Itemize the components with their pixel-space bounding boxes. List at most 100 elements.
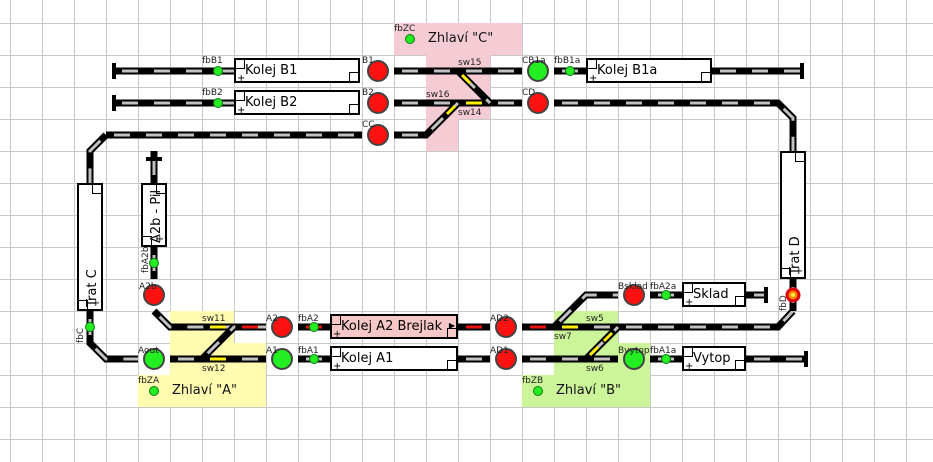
signal-label-ad2: AD2 (490, 314, 509, 324)
zone-c[interactable] (394, 23, 522, 55)
switch-label-sw12: sw12 (202, 364, 226, 374)
signal-label-a2b: A2b (139, 282, 157, 292)
signal-label-aout: Aout (138, 346, 159, 356)
block-label: Kolej B1a (597, 63, 658, 78)
signal-ad2[interactable] (495, 316, 517, 338)
signal-label-a1: A1 (266, 346, 278, 356)
signal-label-cb1a: CB1a (522, 56, 546, 66)
sensor-fba2b[interactable] (149, 258, 159, 268)
block-a2b-pil[interactable]: + A2b - Pil (141, 183, 167, 247)
block-trat-d[interactable]: + Trat D (780, 151, 806, 279)
sensor-fbb1a[interactable] (565, 66, 575, 76)
signal-ad1[interactable] (495, 348, 517, 370)
sensor-fba2[interactable] (309, 322, 319, 332)
signal-cd[interactable] (527, 92, 549, 114)
sensor-label-fbc: fbC (76, 327, 86, 343)
signal-cb1a[interactable] (527, 60, 549, 82)
zone-b-label: Zhlaví "B" (556, 383, 622, 398)
block-vytop[interactable]: + Vytop (682, 346, 746, 372)
track-cc-diverge-dash (394, 101, 460, 137)
sensor-label-fbb1: fbB1 (202, 56, 223, 66)
sensor-label-fbb1a: fbB1a (554, 56, 581, 66)
block-kolej-a2[interactable]: + Kolej A2 Brejlak ▶ (330, 314, 458, 340)
sensor-fbb1[interactable] (213, 66, 223, 76)
signal-a1[interactable] (271, 348, 293, 370)
switch-label-sw16: sw16 (426, 90, 450, 100)
sensor-fbzb[interactable] (533, 386, 543, 396)
sensor-label-fba1: fbA1 (298, 346, 319, 356)
sensor-label-fba1a: fbA1a (650, 346, 677, 356)
track-sw12-diverge-dash (200, 325, 236, 361)
block-label: Trat D (788, 236, 803, 275)
block-kolej-a1[interactable]: + Kolej A1 (330, 346, 458, 372)
sensor-label-fbzb: fbZB (522, 376, 544, 386)
switch-label-sw11: sw11 (202, 314, 226, 324)
sensor-fba2a[interactable] (661, 290, 671, 300)
signal-bsklad[interactable] (623, 284, 645, 306)
switch-label-sw5: sw5 (586, 314, 604, 324)
signal-b2[interactable] (367, 92, 389, 114)
block-label: Kolej B2 (245, 95, 298, 110)
route-mark (588, 345, 600, 357)
sensor-label-fbd: fbD (779, 295, 789, 311)
block-kolej-b2[interactable]: + Kolej B2 (234, 90, 360, 116)
sensor-fba1a[interactable] (661, 354, 671, 364)
zone-c-label: Zhlaví "C" (428, 31, 494, 46)
direction-arrow-icon: ▶ (448, 321, 455, 330)
block-label: Sklad (693, 287, 729, 302)
switch-label-sw7: sw7 (554, 332, 572, 342)
track-sw15-diverge-dash (456, 69, 492, 105)
signal-label-bsklad: Bsklad (618, 282, 648, 292)
signal-cc[interactable] (367, 124, 389, 146)
block-label: A2b - Pil (149, 189, 164, 243)
track-loop-nw-dash (88, 133, 108, 183)
switch-label-sw14: sw14 (458, 108, 482, 118)
sensor-fba1[interactable] (309, 354, 319, 364)
sensor-label-fbzc: fbZC (394, 24, 416, 34)
block-trat-c[interactable]: + Trat C (77, 183, 103, 311)
zone-b-switch-area (554, 311, 618, 375)
signal-a2b[interactable] (143, 284, 165, 306)
sensor-fbzc[interactable] (405, 34, 415, 44)
track-cd-main[interactable] (554, 99, 797, 151)
signal-label-b1: B1 (362, 56, 374, 66)
sensor-label-fba2b: fbA2b (141, 246, 151, 273)
block-kolej-b1a[interactable]: + Kolej B1a (586, 58, 712, 84)
signal-a2[interactable] (271, 316, 293, 338)
track-cd-main-dash (554, 101, 795, 151)
zone-a[interactable] (138, 375, 266, 407)
route-mark (602, 331, 614, 343)
sensor-fbc[interactable] (85, 322, 95, 332)
sensor-label-fbza: fbZA (138, 376, 160, 386)
route-mark (460, 73, 472, 85)
zone-b[interactable] (522, 375, 650, 407)
signal-b1[interactable] (367, 60, 389, 82)
track-cc-diverge[interactable] (394, 100, 461, 139)
signal-aout[interactable] (143, 348, 165, 370)
sensor-fbza[interactable] (149, 386, 159, 396)
sensor-label-fbb2: fbB2 (202, 88, 223, 98)
block-label: Vytop (693, 351, 731, 366)
block-label: Kolej A2 Brejlak (341, 319, 443, 334)
block-label: Kolej A1 (341, 351, 394, 366)
block-sklad[interactable]: + Sklad (682, 282, 746, 308)
track-ad2-main-dash (522, 309, 795, 329)
track-loop-sw-dash (88, 311, 138, 361)
block-kolej-b1[interactable]: + Kolej B1 (234, 58, 360, 84)
switch-label-sw6: sw6 (586, 364, 604, 374)
zone-a-switch-area (170, 311, 234, 375)
switch-label-sw15: sw15 (458, 58, 482, 68)
signal-bvytop[interactable] (623, 348, 645, 370)
block-label: Kolej B1 (245, 63, 298, 78)
signal-label-b2: B2 (362, 88, 374, 98)
signal-label-cc: CC (362, 120, 375, 130)
track-sw6-diverge-dash (584, 325, 620, 361)
sensor-fbd-core (791, 293, 795, 297)
zone-a-label: Zhlaví "A" (172, 383, 238, 398)
signal-label-bvytop: Bvytop (618, 346, 650, 356)
signal-label-a2: A2 (266, 314, 278, 324)
signal-label-cd: CD (522, 88, 536, 98)
sensor-fbb2[interactable] (213, 98, 223, 108)
